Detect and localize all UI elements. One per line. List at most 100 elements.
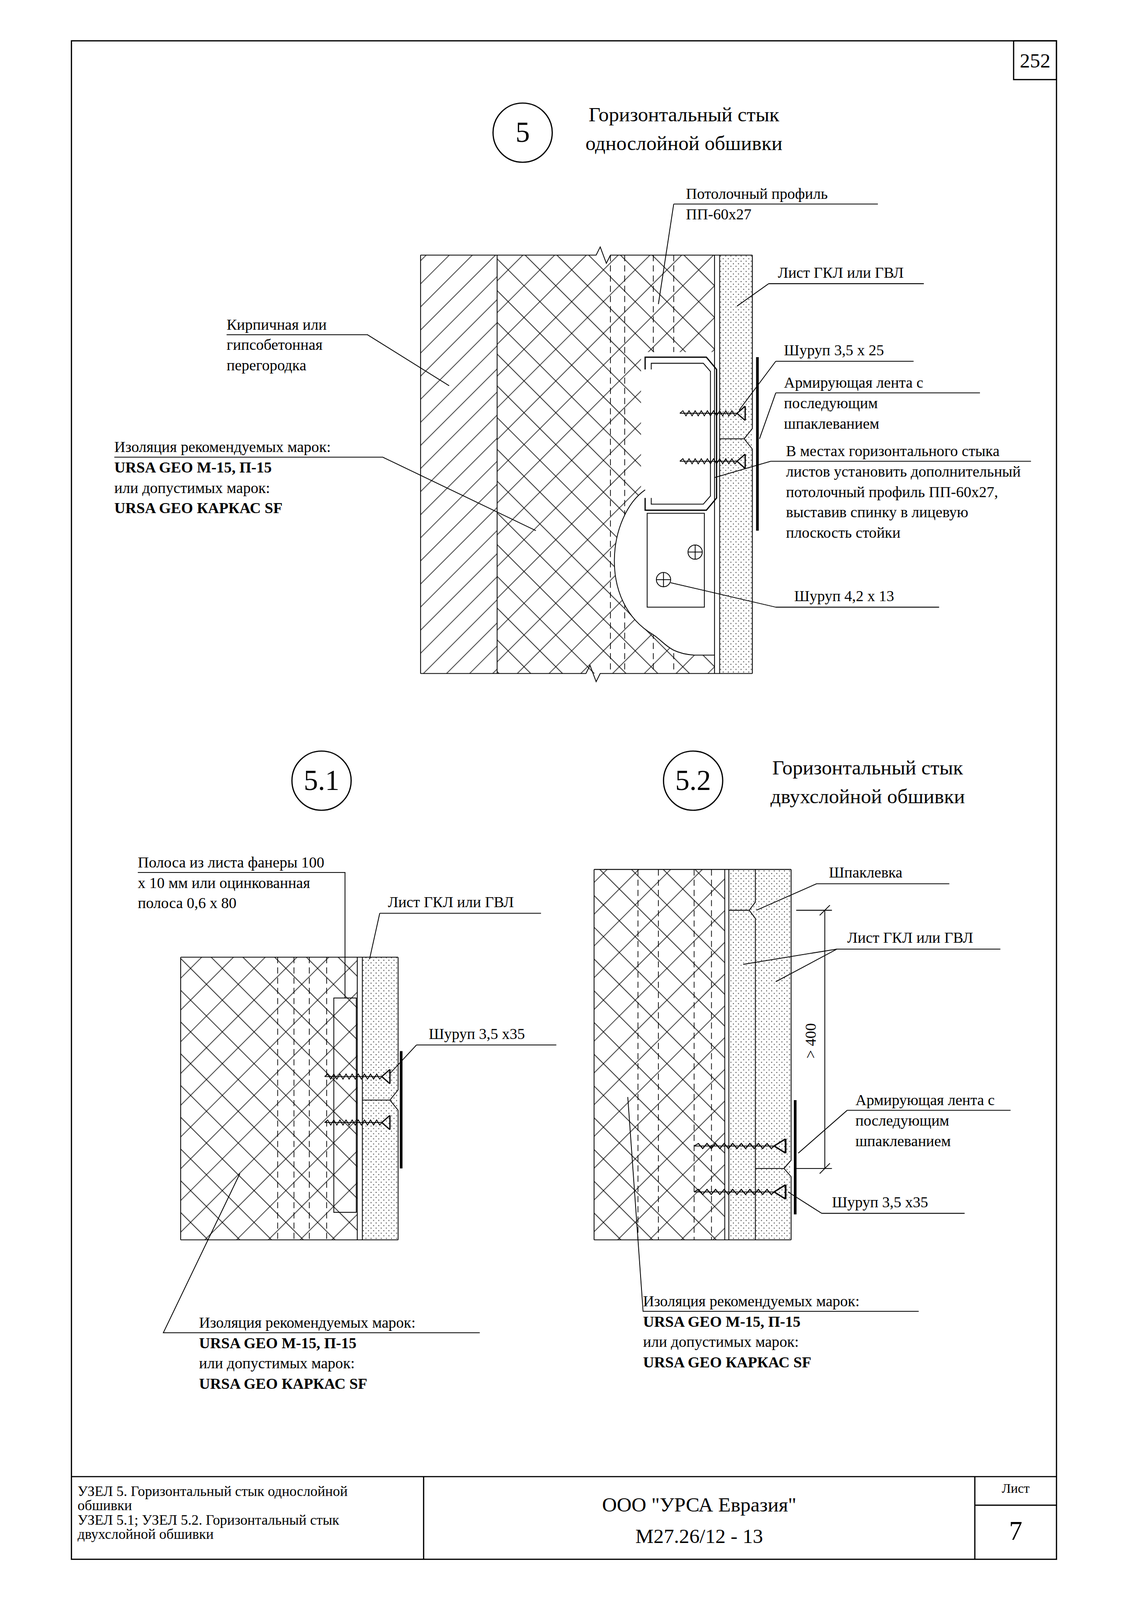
callout-label: Шуруп 3,5 x35 xyxy=(428,1023,526,1045)
reinforcing-tape xyxy=(399,1051,403,1169)
stud-hidden-lines xyxy=(277,957,327,1241)
title-block-cell: УЗЕЛ 5. Горизонтальный стык однослойной … xyxy=(71,1477,424,1560)
callout-label: Армирующая лента с последующим шпаклеван… xyxy=(783,372,966,434)
detail-heading: Горизонтальный стык однослойной обшивки xyxy=(561,99,807,157)
screw-4-2-symbol xyxy=(656,572,671,587)
callout-number: 5.2 xyxy=(662,750,724,812)
break-line xyxy=(420,246,753,682)
brand-name: URSA GEO M-15, П-15 xyxy=(643,1311,801,1333)
plasterboard xyxy=(719,255,753,674)
document-code: М27.26/12 - 13 xyxy=(423,1523,975,1549)
callout-label: Лист ГКЛ или ГВЛ xyxy=(387,891,514,913)
callout-label: Потолочный профиль ПП-60x27 xyxy=(686,183,855,225)
screw-4-2-symbol xyxy=(687,545,703,560)
callout-label: Шуруп 3,5 x 25 xyxy=(783,339,884,361)
sheet-title: УЗЕЛ 5.1; УЗЕЛ 5.2. Горизонтальный стык … xyxy=(77,1513,384,1543)
screw-symbol xyxy=(324,1069,390,1085)
sheet-frame xyxy=(71,40,1057,1560)
leader-line xyxy=(390,1045,557,1074)
callout-label: или допустимых марок: xyxy=(114,477,271,499)
screw-4-2-symbol xyxy=(687,545,703,560)
cutaway-ground xyxy=(614,489,715,656)
callout-number: 5.1 xyxy=(291,750,353,812)
layer-lines xyxy=(594,869,792,1241)
screw-symbol xyxy=(679,454,746,469)
callout-label: Армирующая лента с последующим шпаклеван… xyxy=(855,1090,997,1152)
brand-name: URSA GEO КАРКАС SF xyxy=(114,498,283,519)
leader-line xyxy=(756,884,950,911)
company-name: ООО "УРСА Евразия" xyxy=(423,1492,975,1517)
title-block-cell: ООО "УРСА Евразия" М27.26/12 - 13 xyxy=(423,1477,975,1560)
brand-name: URSA GEO КАРКАС SF xyxy=(643,1352,812,1374)
screw-symbol xyxy=(324,1115,390,1130)
detail-heading: Горизонтальный стык двухслойной обшивки xyxy=(745,753,991,811)
dimension-text: > 400 xyxy=(800,1023,821,1059)
page-number-box: 252 xyxy=(1013,40,1057,80)
leader-line xyxy=(670,583,939,608)
board-joint xyxy=(719,255,753,674)
leader-line xyxy=(137,872,345,999)
ceiling-profile xyxy=(645,357,717,511)
plasterboard xyxy=(362,957,398,1241)
leader-line xyxy=(787,1192,965,1214)
leader-line xyxy=(163,1173,480,1334)
callout-number: 5 xyxy=(491,102,553,164)
callout-label: Изоляция рекомендуемых марок: xyxy=(198,1312,416,1334)
leader-line xyxy=(369,913,542,960)
title-block-cell: Лист 7 xyxy=(974,1477,1057,1560)
layer-lines xyxy=(420,255,720,674)
callout-label: Шуруп 3,5 x35 xyxy=(831,1192,928,1213)
board-edge xyxy=(357,957,363,1241)
detail-callout: 5.1 xyxy=(291,750,353,812)
insulation xyxy=(594,869,725,1241)
insulation xyxy=(180,957,358,1241)
leader-line xyxy=(743,949,1001,983)
ceiling-profile xyxy=(651,363,711,505)
callout-label: Шуруп 4,2 x 13 xyxy=(794,585,895,607)
screw-symbol xyxy=(693,1185,786,1200)
callout-label: Изоляция рекомендуемых марок: xyxy=(643,1291,860,1312)
board-joint xyxy=(362,957,398,1241)
sheet-number: 7 xyxy=(974,1516,1057,1549)
hanger-bracket xyxy=(647,513,705,608)
screw-symbol xyxy=(693,1139,786,1154)
cutaway-outline xyxy=(614,489,715,656)
layer-lines xyxy=(180,957,399,1241)
callout-label: Лист ГКЛ или ГВЛ xyxy=(847,927,974,949)
reinforcing-tape xyxy=(755,357,759,531)
dimension-line xyxy=(796,905,832,1174)
insulation xyxy=(497,255,715,674)
callout-label: Шпаклевка xyxy=(828,862,903,884)
callout-label: В местах горизонтального стыка листов ус… xyxy=(786,441,1030,544)
callout-label: или допустимых марок: xyxy=(643,1332,799,1353)
stud-hidden-lines xyxy=(637,869,712,1241)
page-number: 252 xyxy=(1013,40,1057,80)
screw-symbol xyxy=(679,406,746,421)
callout-label: или допустимых марок: xyxy=(198,1353,355,1375)
plasterboard-outer xyxy=(755,869,792,1241)
sheet-title: УЗЕЛ 5. Горизонтальный стык однослойной … xyxy=(77,1485,384,1514)
leader-line xyxy=(114,457,537,531)
cutaway-ground xyxy=(641,352,715,493)
brand-name: URSA GEO M-15, П-15 xyxy=(114,457,272,478)
callout-label: Лист ГКЛ или ГВЛ xyxy=(777,262,904,283)
page-number-frame xyxy=(1013,40,1057,80)
callout-label: Кирпичная или гипсобетонная перегородка xyxy=(226,314,348,376)
board-joint xyxy=(729,869,756,1241)
leader-line xyxy=(736,283,924,307)
board-edge xyxy=(724,869,730,1241)
board-joint xyxy=(755,869,792,1241)
screw-4-2-symbol xyxy=(656,572,671,587)
plasterboard-inner xyxy=(729,869,756,1241)
sheet-caption: Лист xyxy=(974,1480,1057,1499)
callout-label: Полоса из листа фанеры 100 x 10 мм или о… xyxy=(137,852,328,914)
detail-callout: 5Горизонтальный стык однослойной обшивки xyxy=(491,102,553,164)
callout-label: Изоляция рекомендуемых марок: xyxy=(114,437,331,458)
plywood-strip xyxy=(333,998,357,1213)
detail-callout: 5.2Горизонтальный стык двухслойной обшив… xyxy=(662,750,724,812)
title-block-lines xyxy=(71,1477,1057,1560)
brick-wall xyxy=(420,255,498,674)
brand-name: URSA GEO M-15, П-15 xyxy=(198,1333,357,1354)
brand-name: URSA GEO КАРКАС SF xyxy=(198,1374,368,1395)
